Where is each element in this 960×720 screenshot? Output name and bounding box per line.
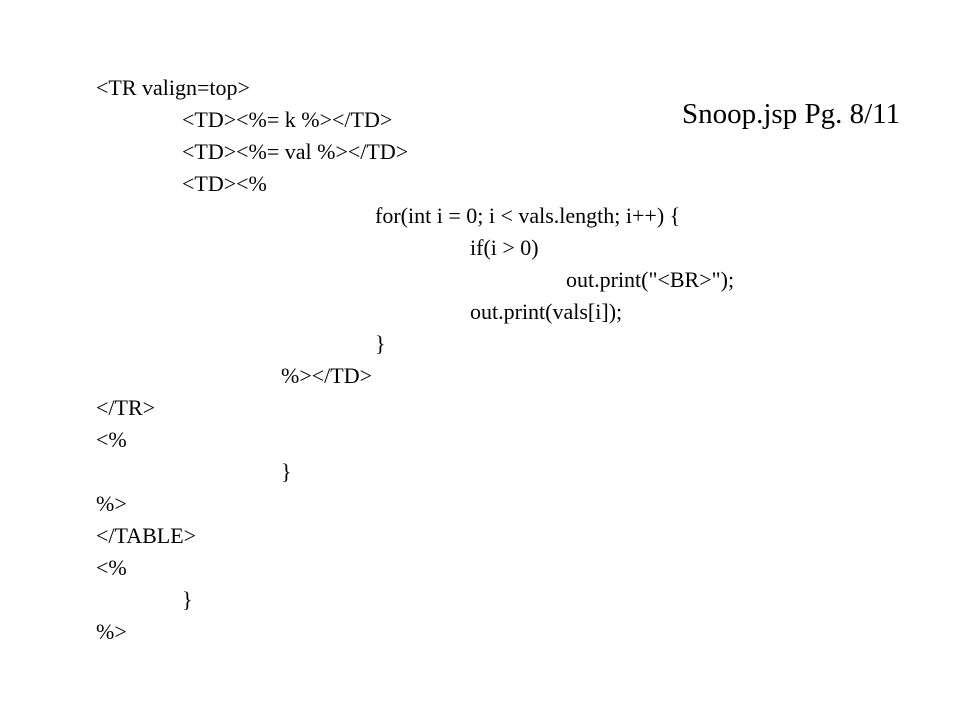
code-line: } [281,459,292,484]
slide-title: Snoop.jsp Pg. 8/11 [682,98,901,130]
code-line: </TR> [96,395,156,420]
code-line: <TR valign=top> [96,75,250,100]
code-line: %></TD> [281,363,372,388]
code-line: <TD><%= val %></TD> [182,139,409,164]
code-line: <TD><%= k %></TD> [182,107,393,132]
code-line: out.print("<BR>"); [566,267,735,292]
code-line: <% [96,555,127,580]
code-line: %> [96,491,127,516]
code-line: </TABLE> [96,523,197,548]
code-line: %> [96,619,127,644]
code-line: for(int i = 0; i < vals.length; i++) { [375,203,681,228]
code-line: <% [96,427,127,452]
code-line: } [182,587,193,612]
code-line: out.print(vals[i]); [470,299,623,324]
code-line: } [375,331,386,356]
code-line: if(i > 0) [470,235,539,260]
code-line: <TD><% [182,171,267,196]
